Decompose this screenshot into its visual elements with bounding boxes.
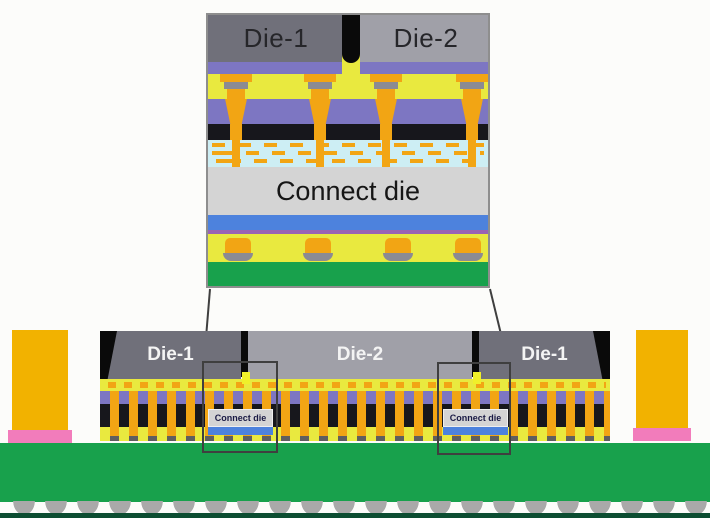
microbump-stem xyxy=(377,89,395,99)
package-connect-die-left: Connect die xyxy=(208,409,273,427)
solder-bump xyxy=(225,238,251,253)
package-microbump-layer xyxy=(100,379,610,391)
inset-lower-underfill-layer xyxy=(208,234,488,262)
inset-substrate-layer xyxy=(208,262,488,286)
solder-bump xyxy=(455,238,481,253)
package-die-2-label: Die-2 xyxy=(336,344,384,365)
microbump-solder xyxy=(308,82,332,89)
passive-component-left-pad xyxy=(8,430,72,443)
passive-component-right-pad xyxy=(633,428,691,441)
microbump-cap xyxy=(220,74,252,82)
inset-fine-rdl-layer xyxy=(208,140,488,167)
solder-bump xyxy=(385,238,411,253)
package-die-1-right-label: Die-1 xyxy=(521,344,568,365)
rdl-trace-row xyxy=(212,143,484,147)
microbump-cap xyxy=(370,74,402,82)
microbump-via xyxy=(230,124,242,140)
solder-bump xyxy=(305,238,331,253)
zoom-rect-left xyxy=(202,361,278,453)
microbump-via xyxy=(314,124,326,140)
microbump-solder xyxy=(374,82,398,89)
inset-connect-die-label: Connect die xyxy=(275,175,421,206)
microbump-solder xyxy=(224,82,248,89)
microbump-via xyxy=(466,124,478,140)
package-mold-via-layer xyxy=(100,404,610,427)
microbump-cap xyxy=(304,74,336,82)
rdl-via-column xyxy=(316,140,324,167)
microbump-pillar xyxy=(225,99,247,124)
microbump-pillar xyxy=(375,99,397,124)
die-gap-via-right xyxy=(473,372,481,384)
board-edge-line xyxy=(0,513,710,518)
package-connect-die-right: Connect die xyxy=(443,409,508,427)
rdl-trace-row xyxy=(212,151,484,155)
solder-bump-base xyxy=(383,253,413,261)
inset-die-2-label: Die-2 xyxy=(393,23,459,53)
zoom-rect-right xyxy=(437,362,511,455)
microbump-cap xyxy=(456,74,488,82)
solder-bump-base xyxy=(453,253,483,261)
inset-die-2: Die-2 xyxy=(360,15,488,62)
inset-lower-rdl-layer xyxy=(208,99,488,124)
package-connect-die-left-label: Connect die xyxy=(214,413,267,423)
die-gap-via-left xyxy=(242,372,250,384)
inset-microbump-underfill-layer xyxy=(208,74,488,99)
package-die-1-left: Die-1 xyxy=(100,331,241,379)
package-substrate xyxy=(0,443,710,502)
inset-adhesive-layer xyxy=(208,230,488,234)
inset-die-gap-slot xyxy=(342,15,360,63)
package-die-1-left-label: Die-1 xyxy=(147,344,194,365)
solder-bump-base xyxy=(223,253,253,261)
passive-component-right xyxy=(636,330,688,428)
rdl-via-column xyxy=(468,140,476,167)
passive-component-left xyxy=(12,330,68,430)
package-die-gap-left xyxy=(241,331,248,377)
rdl-via-column xyxy=(232,140,240,167)
package-die-2: Die-2 xyxy=(248,331,472,379)
package-connect-die-right-bond xyxy=(443,427,508,435)
inset-die-1: Die-1 xyxy=(208,15,344,62)
package-connect-die-right-label: Connect die xyxy=(449,413,502,423)
package-pad-row xyxy=(100,436,610,441)
microbump-stem xyxy=(463,89,481,99)
bga-solder-balls xyxy=(8,501,708,516)
rdl-via-column xyxy=(382,140,390,167)
magnified-inset-view: Die-1 Die-2 xyxy=(206,13,490,288)
microbump-pillar xyxy=(461,99,483,124)
package-connect-die-left-bond xyxy=(208,427,273,435)
microbump-via xyxy=(380,124,392,140)
solder-bump-base xyxy=(303,253,333,261)
inset-bond-layer xyxy=(208,215,488,230)
package-die-gap-right xyxy=(472,331,479,377)
microbump-stem xyxy=(311,89,329,99)
microbump-pillar xyxy=(309,99,331,124)
microbump-stem xyxy=(227,89,245,99)
inset-dielectric-layer xyxy=(208,124,488,140)
microbump-dash-row xyxy=(104,382,606,388)
rdl-trace-row xyxy=(212,159,484,163)
package-die-1-right: Die-1 xyxy=(479,331,610,379)
microbump-solder xyxy=(460,82,484,89)
inset-connect-die: Connect die xyxy=(208,167,488,215)
package-rdl-layer xyxy=(100,391,610,404)
inset-die-1-label: Die-1 xyxy=(243,23,309,53)
